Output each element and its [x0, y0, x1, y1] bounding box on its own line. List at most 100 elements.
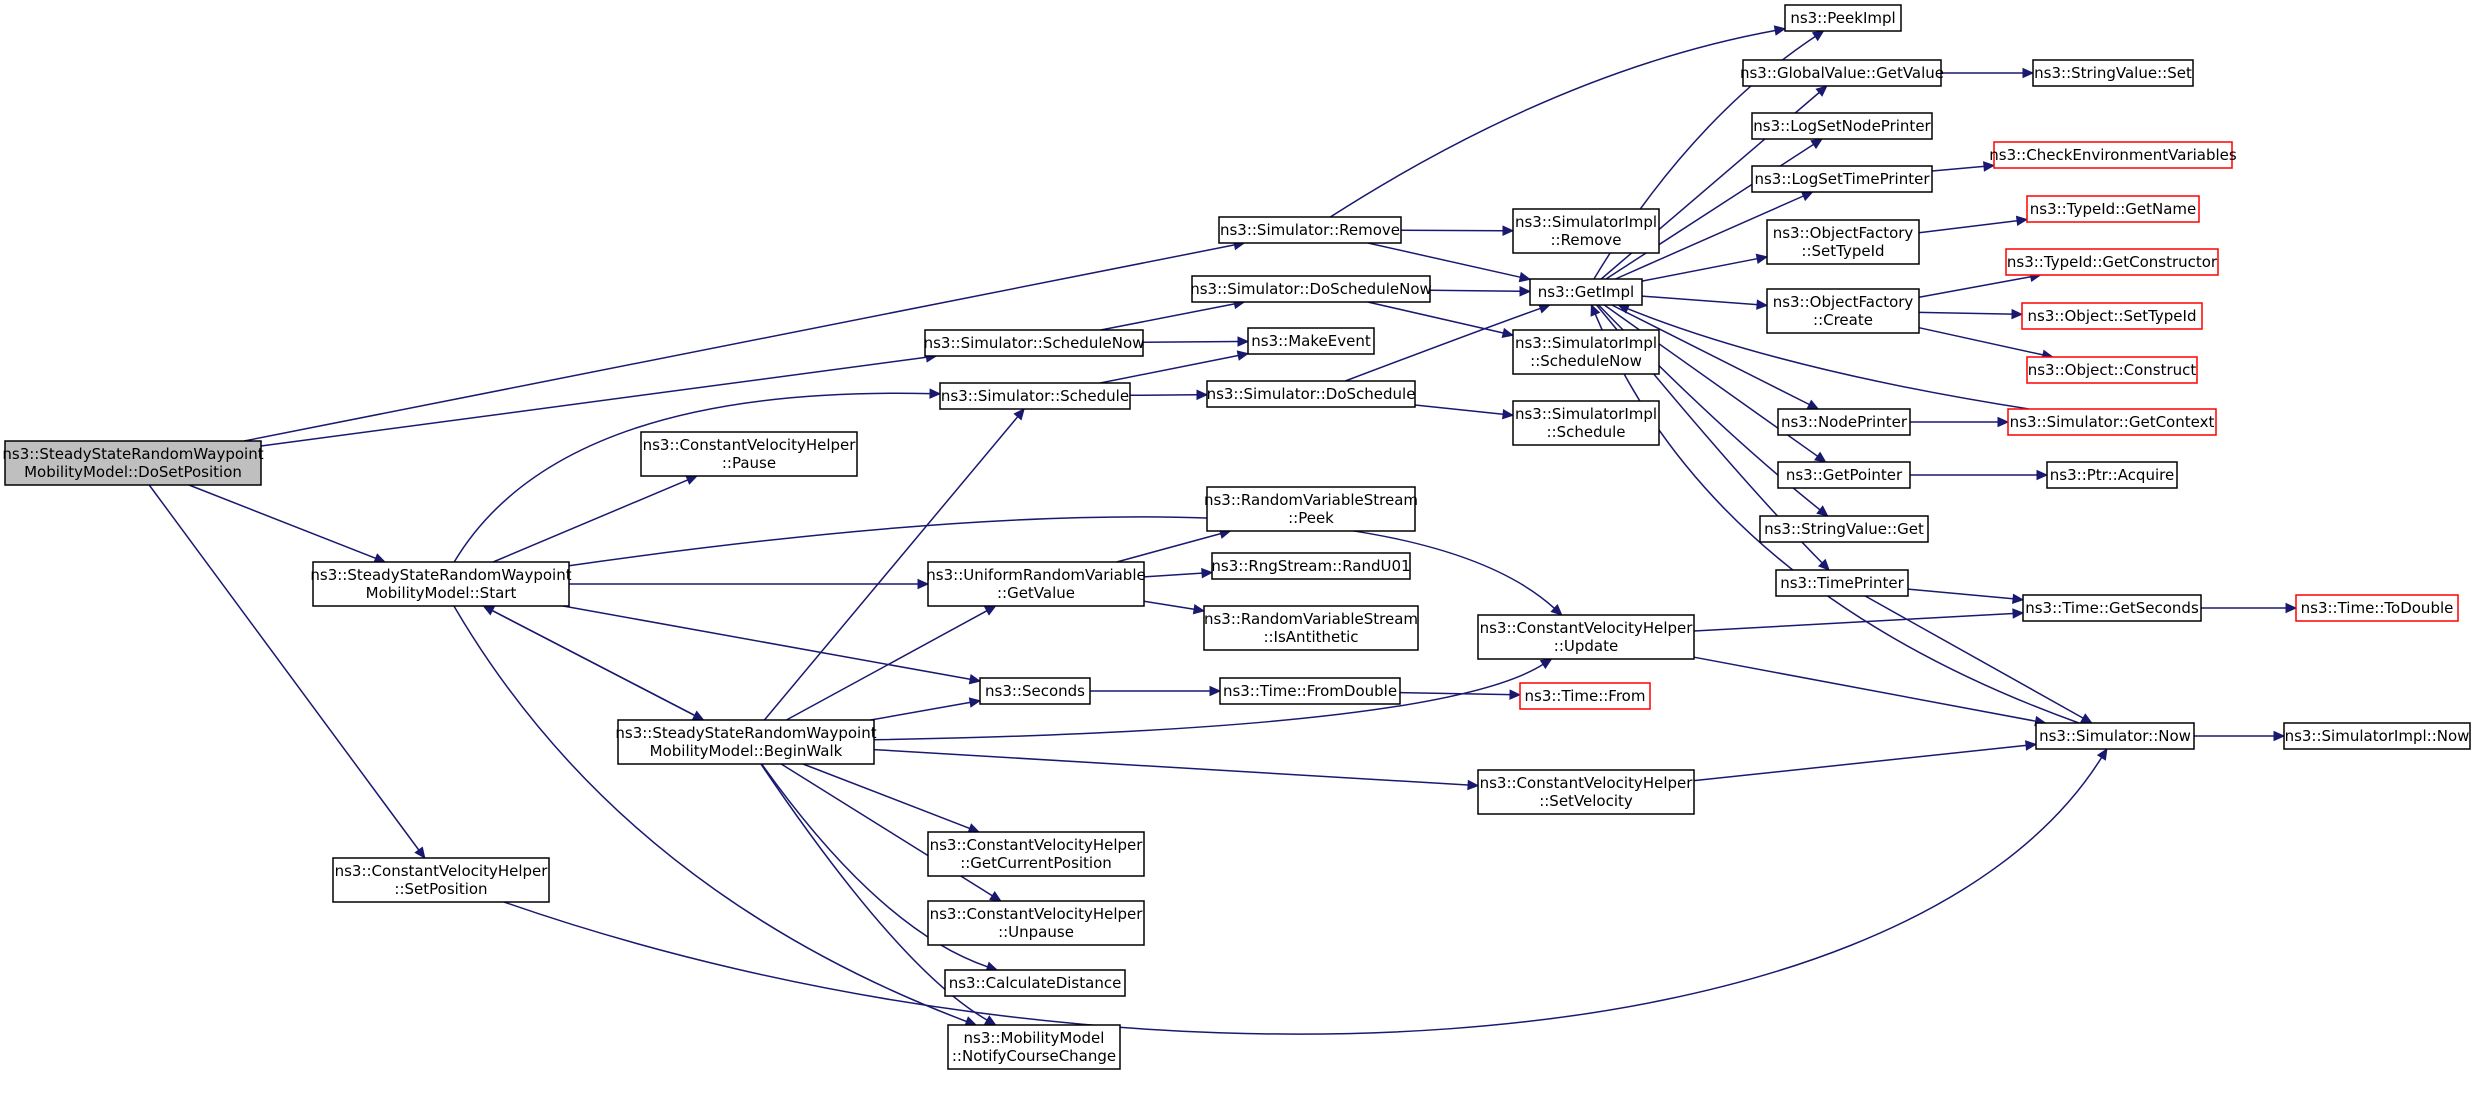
node-timePrinter[interactable]: ns3::TimePrinter: [1775, 569, 1909, 597]
node-cvSetVelocity[interactable]: ns3::ConstantVelocityHelper::SetVelocity: [1477, 769, 1695, 815]
arrowhead: [968, 697, 982, 708]
edge-start-to-schedule: [453, 388, 942, 563]
node-box: [1777, 461, 1911, 489]
node-start[interactable]: ns3::SteadyStateRandomWaypointMobilityMo…: [310, 561, 572, 607]
node-calcDist[interactable]: ns3::CalculateDistance: [944, 969, 1126, 997]
node-label: ns3::RandomVariableStream: [1204, 610, 1418, 628]
node-peekImpl[interactable]: ns3::PeekImpl: [1784, 4, 1902, 32]
node-timeToDouble[interactable]: ns3::Time::ToDouble: [2295, 594, 2459, 622]
node-box: [2046, 461, 2178, 489]
edge-line: [1918, 219, 2018, 234]
node-box: [927, 561, 1145, 607]
node-ofCreate[interactable]: ns3::ObjectFactory::Create: [1766, 288, 1920, 334]
node-implRemove[interactable]: ns3::SimulatorImpl::Remove: [1512, 208, 1660, 254]
node-peek[interactable]: ns3::RandomVariableStream::Peek: [1204, 486, 1418, 532]
node-simGetContext[interactable]: ns3::Simulator::GetContext: [2007, 408, 2217, 436]
node-label: ns3::RandomVariableStream: [1204, 491, 1418, 509]
node-isAnti[interactable]: ns3::RandomVariableStream::IsAntithetic: [1203, 605, 1419, 651]
node-tidGetCtor[interactable]: ns3::TypeId::GetConstructor: [2005, 248, 2219, 276]
node-schedule[interactable]: ns3::Simulator::Schedule: [939, 382, 1131, 410]
edge-line: [188, 484, 376, 559]
node-implNow[interactable]: ns3::SimulatorImpl::Now: [2283, 722, 2471, 750]
node-getImpl[interactable]: ns3::GetImpl: [1529, 278, 1643, 306]
edge-remove-to-getImpl: [1367, 242, 1532, 283]
edge-line: [1594, 313, 2080, 724]
node-getPointer[interactable]: ns3::GetPointer: [1777, 461, 1911, 489]
node-objConstruct[interactable]: ns3::Object::Construct: [2026, 356, 2198, 384]
edge-line: [453, 605, 967, 1023]
node-implSchedule[interactable]: ns3::SimulatorImpl::Schedule: [1512, 400, 1660, 446]
node-ofSetTypeId[interactable]: ns3::ObjectFactory::SetTypeId: [1766, 219, 1920, 265]
node-gvGetValue[interactable]: ns3::GlobalValue::GetValue: [1740, 59, 1944, 87]
arrowhead: [2036, 469, 2049, 481]
node-seconds[interactable]: ns3::Seconds: [979, 677, 1091, 705]
node-simNow[interactable]: ns3::Simulator::Now: [2035, 722, 2195, 750]
arrowhead: [2011, 308, 2024, 320]
node-box: [617, 719, 875, 765]
node-setPosition[interactable]: ns3::ConstantVelocityHelper::SetPosition: [332, 857, 550, 903]
node-box: [1742, 59, 1942, 87]
node-label: ::Pause: [722, 454, 776, 472]
node-implScheduleNow[interactable]: ns3::SimulatorImpl::ScheduleNow: [1512, 329, 1660, 375]
edge-simNow-to-implNow: [2194, 730, 2286, 742]
node-box: [1529, 278, 1643, 306]
node-notify[interactable]: ns3::MobilityModel::NotifyCourseChange: [947, 1024, 1121, 1070]
arrowhead: [968, 674, 982, 685]
node-label: ::GetValue: [997, 584, 1075, 602]
node-label: ns3::GetImpl: [1538, 283, 1634, 301]
node-tidGetName[interactable]: ns3::TypeId::GetName: [2026, 195, 2200, 223]
arrowhead: [2080, 713, 2093, 724]
node-box: [1247, 327, 1375, 355]
node-nodePrinter[interactable]: ns3::NodePrinter: [1777, 408, 1911, 436]
node-randU01[interactable]: ns3::RngStream::RandU01: [1211, 552, 1411, 580]
node-svSet[interactable]: ns3::StringValue::Set: [2032, 59, 2194, 87]
node-getCurPos[interactable]: ns3::ConstantVelocityHelper::GetCurrentP…: [927, 831, 1145, 877]
node-label: ns3::SteadyStateRandomWaypoint: [310, 566, 571, 584]
node-unpause[interactable]: ns3::ConstantVelocityHelper::Unpause: [927, 900, 1145, 946]
node-label: ns3::ConstantVelocityHelper: [335, 862, 549, 880]
node-doSchedule[interactable]: ns3::Simulator::DoSchedule: [1206, 380, 1416, 408]
node-cvUpdate[interactable]: ns3::ConstantVelocityHelper::Update: [1477, 614, 1695, 660]
node-timeGetSeconds[interactable]: ns3::Time::GetSeconds: [2022, 594, 2202, 622]
node-label: ns3::CalculateDistance: [949, 974, 1122, 992]
edge-line: [1399, 691, 1511, 696]
node-objSetTypeId[interactable]: ns3::Object::SetTypeId: [2021, 302, 2203, 330]
node-logTime[interactable]: ns3::LogSetTimePrinter: [1751, 165, 1933, 193]
node-label: ns3::Object::Construct: [2028, 361, 2197, 379]
node-uGetValue[interactable]: ns3::UniformRandomVariable::GetValue: [926, 561, 1146, 607]
node-label: ns3::GlobalValue::GetValue: [1740, 64, 1944, 82]
edge-gvGetValue-to-svSet: [1941, 67, 2035, 79]
node-beginWalk[interactable]: ns3::SteadyStateRandomWaypointMobilityMo…: [615, 719, 877, 765]
node-fromDouble[interactable]: ns3::Time::FromDouble: [1219, 677, 1401, 705]
node-checkEnv[interactable]: ns3::CheckEnvironmentVariables: [1989, 141, 2237, 169]
node-label: ns3::Time::ToDouble: [2301, 599, 2454, 617]
node-box: [2026, 356, 2198, 384]
node-box: [979, 677, 1091, 705]
node-label: ns3::MobilityModel: [964, 1029, 1105, 1047]
node-pause[interactable]: ns3::ConstantVelocityHelper::Pause: [640, 431, 858, 477]
edge-remove-to-peekImpl: [1329, 25, 1787, 218]
edge-line: [1907, 588, 2014, 600]
node-label: ns3::Simulator::Schedule: [941, 387, 1129, 405]
node-label: ::ScheduleNow: [1530, 352, 1642, 370]
node-logNode[interactable]: ns3::LogSetNodePrinter: [1751, 112, 1933, 140]
node-doScheduleNow[interactable]: ns3::Simulator::DoScheduleNow: [1190, 275, 1432, 303]
arrowhead: [2096, 747, 2108, 761]
node-ptrAcquire[interactable]: ns3::Ptr::Acquire: [2046, 461, 2178, 489]
edge-line: [1693, 656, 2036, 722]
node-box: [1211, 552, 1411, 580]
arrowhead: [1550, 603, 1563, 616]
edge-start-to-seconds: [562, 605, 982, 685]
node-label: ns3::Simulator::DoScheduleNow: [1190, 280, 1432, 298]
arrowhead: [1810, 138, 1824, 150]
arrowhead: [1518, 271, 1532, 283]
node-makeEvent[interactable]: ns3::MakeEvent: [1247, 327, 1375, 355]
edge-line: [1918, 326, 2044, 356]
node-svGet[interactable]: ns3::StringValue::Get: [1759, 515, 1929, 543]
node-label: ns3::SimulatorImpl: [1515, 213, 1657, 231]
node-remove[interactable]: ns3::Simulator::Remove: [1218, 216, 1402, 244]
node-label: ns3::Time::FromDouble: [1223, 682, 1397, 700]
node-timeFrom[interactable]: ns3::Time::From: [1519, 682, 1651, 710]
node-scheduleNow[interactable]: ns3::Simulator::ScheduleNow: [924, 329, 1145, 357]
edge-beginWalk-to-getCurPos: [802, 763, 981, 834]
